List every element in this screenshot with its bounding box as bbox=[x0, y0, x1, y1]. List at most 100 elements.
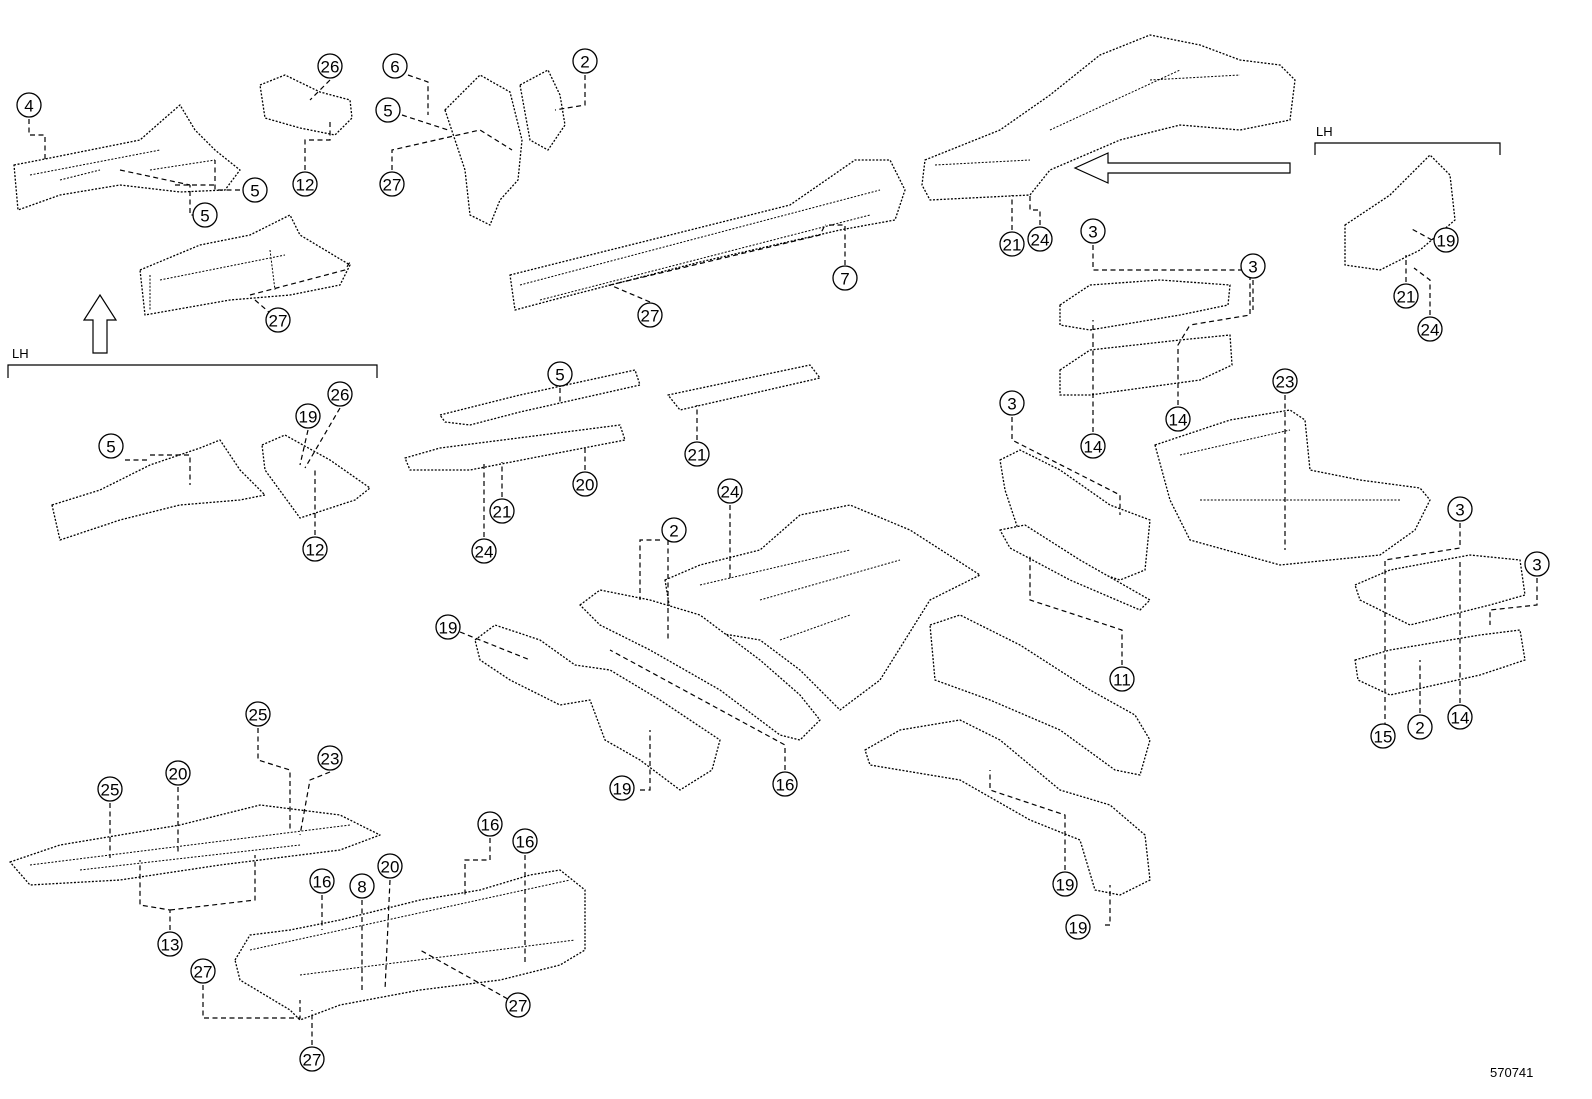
rocker-inner-rail bbox=[667, 364, 821, 411]
callout-marker: 16 bbox=[512, 828, 538, 854]
lh-label-right: LH bbox=[1316, 124, 1333, 139]
callout-marker: 14 bbox=[1080, 433, 1106, 459]
center-floor-pan bbox=[9, 804, 381, 886]
rear-crossmember-flange bbox=[999, 524, 1151, 611]
callout-marker: 16 bbox=[309, 868, 335, 894]
svg-text:19: 19 bbox=[299, 408, 318, 427]
sill-reinforcement-lower bbox=[404, 424, 626, 471]
svg-text:3: 3 bbox=[1088, 223, 1097, 242]
svg-text:3: 3 bbox=[1532, 556, 1541, 575]
callout-marker: 13 bbox=[157, 931, 183, 957]
svg-text:27: 27 bbox=[303, 1051, 322, 1070]
callout-marker: 12 bbox=[292, 171, 318, 197]
callout-marker: 2 bbox=[661, 517, 687, 543]
rear-floor-crossmember-rh-lower bbox=[1354, 629, 1526, 696]
svg-text:5: 5 bbox=[555, 366, 564, 385]
callout-marker: 27 bbox=[505, 992, 531, 1018]
svg-text:14: 14 bbox=[1169, 411, 1188, 430]
rocker-panel bbox=[509, 159, 906, 311]
svg-text:2: 2 bbox=[669, 522, 678, 541]
callout-marker: 27 bbox=[637, 302, 663, 328]
svg-text:16: 16 bbox=[776, 776, 795, 795]
svg-text:19: 19 bbox=[1056, 876, 1075, 895]
direction-arrow-left bbox=[1073, 152, 1291, 184]
svg-text:12: 12 bbox=[296, 176, 315, 195]
svg-text:26: 26 bbox=[331, 386, 350, 405]
direction-arrow-up bbox=[82, 293, 118, 354]
callout-marker: 24 bbox=[471, 538, 497, 564]
svg-text:27: 27 bbox=[269, 312, 288, 331]
svg-text:5: 5 bbox=[383, 102, 392, 121]
callout-marker: 23 bbox=[1272, 368, 1298, 394]
svg-text:19: 19 bbox=[1069, 919, 1088, 938]
svg-text:11: 11 bbox=[1113, 671, 1131, 690]
svg-text:19: 19 bbox=[439, 619, 458, 638]
callout-marker: 3 bbox=[1447, 496, 1473, 522]
rear-floor-side-member-extension bbox=[864, 719, 1151, 896]
body-panel-parts bbox=[9, 34, 1526, 1021]
callout-marker: 27 bbox=[190, 958, 216, 984]
svg-text:26: 26 bbox=[321, 58, 340, 77]
svg-text:21: 21 bbox=[493, 503, 512, 522]
svg-text:4: 4 bbox=[24, 97, 33, 116]
callout-marker: 20 bbox=[572, 471, 598, 497]
callout-marker: 24 bbox=[1417, 316, 1443, 342]
callout-marker: 25 bbox=[97, 776, 123, 802]
callout-marker: 20 bbox=[165, 760, 191, 786]
svg-text:14: 14 bbox=[1451, 709, 1470, 728]
svg-text:23: 23 bbox=[321, 750, 340, 769]
svg-text:24: 24 bbox=[1031, 231, 1050, 250]
sill-reinforcement-upper bbox=[439, 369, 641, 426]
bracket-panel bbox=[259, 74, 353, 136]
callout-marker: 5 bbox=[192, 202, 218, 228]
svg-text:24: 24 bbox=[721, 483, 740, 502]
svg-text:16: 16 bbox=[481, 816, 500, 835]
callout-marker: 16 bbox=[772, 771, 798, 797]
callout-marker: 19 bbox=[295, 403, 321, 429]
callout-marker: 19 bbox=[1052, 871, 1078, 897]
svg-text:5: 5 bbox=[250, 182, 259, 201]
callout-marker: 2 bbox=[572, 48, 598, 74]
apron-upright-panel bbox=[444, 74, 523, 226]
callout-marker: 11 bbox=[1109, 666, 1135, 692]
callout-marker: 19 bbox=[435, 614, 461, 640]
svg-text:21: 21 bbox=[1397, 288, 1416, 307]
svg-text:25: 25 bbox=[249, 706, 268, 725]
callout-marker: 19 bbox=[609, 775, 635, 801]
svg-text:21: 21 bbox=[1003, 236, 1022, 255]
svg-text:13: 13 bbox=[161, 936, 180, 955]
callout-marker: 25 bbox=[245, 701, 271, 727]
svg-text:27: 27 bbox=[383, 176, 402, 195]
callout-marker: 14 bbox=[1165, 406, 1191, 432]
callout-marker: 3 bbox=[1524, 551, 1550, 577]
callout-marker: 20 bbox=[377, 853, 403, 879]
svg-text:3: 3 bbox=[1248, 258, 1257, 277]
svg-text:24: 24 bbox=[475, 543, 494, 562]
svg-text:20: 20 bbox=[169, 765, 188, 784]
callout-marker: 14 bbox=[1447, 704, 1473, 730]
callout-marker: 27 bbox=[299, 1046, 325, 1072]
callout-marker: 19 bbox=[1065, 914, 1091, 940]
svg-text:24: 24 bbox=[1421, 321, 1440, 340]
svg-text:15: 15 bbox=[1374, 728, 1393, 747]
lh-rear-bracket-panel bbox=[1344, 154, 1456, 271]
callout-marker: 6 bbox=[382, 53, 408, 79]
floor-side-member-panel bbox=[579, 589, 821, 741]
svg-text:3: 3 bbox=[1007, 395, 1016, 414]
lh-front-side-member-panel bbox=[51, 439, 266, 541]
svg-text:2: 2 bbox=[580, 53, 589, 72]
rear-floor-crossmember-lower bbox=[1059, 334, 1233, 396]
svg-text:23: 23 bbox=[1276, 373, 1295, 392]
front-side-member-panel bbox=[13, 104, 241, 211]
callout-marker: 21 bbox=[684, 441, 710, 467]
svg-text:25: 25 bbox=[101, 781, 120, 800]
callout-marker: 4 bbox=[16, 92, 42, 118]
callout-marker: 21 bbox=[1393, 283, 1419, 309]
callout-marker: 23 bbox=[317, 745, 343, 771]
callout-marker: 3 bbox=[1240, 253, 1266, 279]
callout-marker: 21 bbox=[999, 231, 1025, 257]
callout-marker: 27 bbox=[379, 171, 405, 197]
svg-text:20: 20 bbox=[576, 476, 595, 495]
svg-text:5: 5 bbox=[200, 207, 209, 226]
